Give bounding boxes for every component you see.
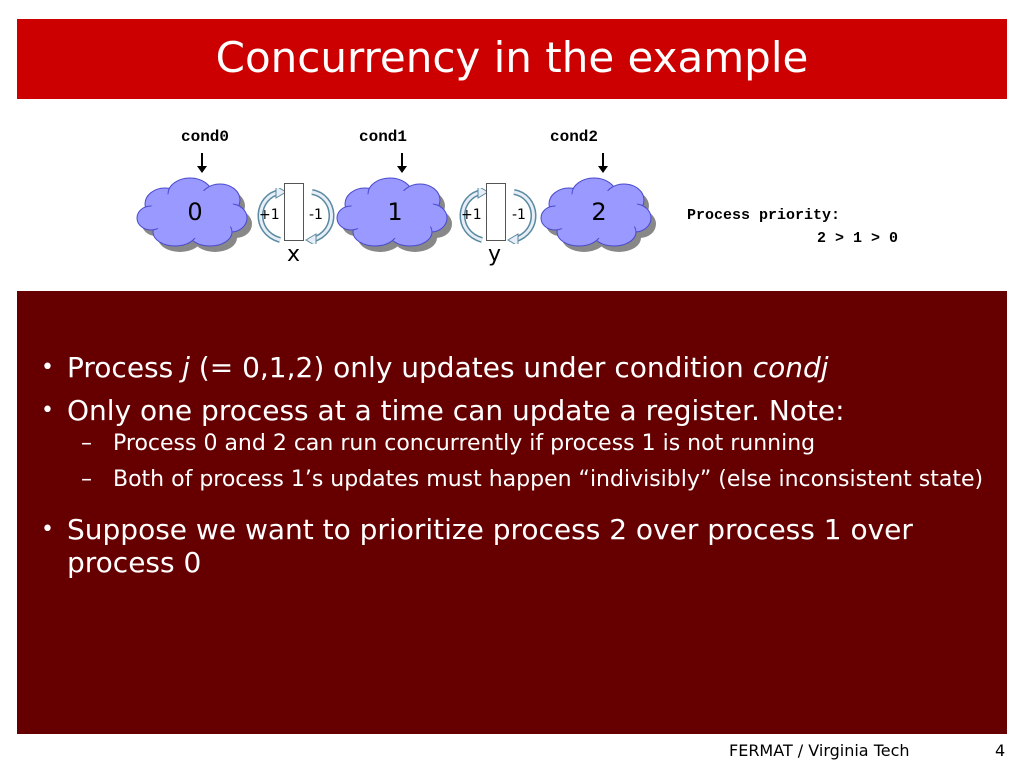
bullet-text-italic: j [182,351,190,384]
bullet-item: Only one process at a time can update a … [41,394,1001,427]
bullet-item: Process j (= 0,1,2) only updates under c… [41,351,1001,384]
footer-page-number: 4 [995,741,1006,760]
cloud-shape-icon [136,177,252,252]
process-cloud-0: 0 [135,174,255,258]
process-label-0: 0 [187,198,203,226]
process-cloud-2: 2 [539,174,659,258]
priority-label: Process priority: [687,207,841,224]
bullet-text: (= 0,1,2) only updates under condition [189,351,753,384]
curved-arrow-icon [305,189,335,244]
register-box-x [284,183,304,241]
curved-arrow-icon [257,188,287,243]
sub-bullet-item: Both of process 1’s updates must happen … [41,465,1001,495]
condition-label-0: cond0 [181,128,230,146]
process-label-2: 2 [591,198,607,226]
curved-arrow-icon [507,189,537,244]
bullet-text: Process [67,351,183,384]
condition-label-2: cond2 [550,128,599,146]
footer-source: FERMAT / Virginia Tech [729,741,910,760]
curved-arrow-icon [459,188,489,243]
register-x-decrement: -1 [309,207,323,223]
bullet-item: Suppose we want to prioritize process 2 … [41,513,1001,579]
process-cloud-1: 1 [335,174,455,258]
slide-title: Concurrency in the example [215,33,809,82]
content-panel: Process j (= 0,1,2) only updates under c… [17,291,1007,734]
cloud-shape-icon [336,177,452,252]
title-bar: Concurrency in the example [17,19,1007,99]
condition-label-1: cond1 [359,128,408,146]
cloud-shape-icon [540,177,656,252]
register-y-increment: +1 [461,207,482,223]
priority-order: 2 > 1 > 0 [817,230,899,247]
register-label-x: x [287,242,301,267]
register-box-y [486,183,506,241]
register-x-increment: +1 [259,207,280,223]
bullet-text-italic: condj [752,351,829,384]
concurrency-diagram: cond0 cond1 cond2 0 [0,100,1024,290]
process-label-1: 1 [387,198,403,226]
condition-arrow-1 [397,153,407,173]
register-label-y: y [488,242,502,267]
condition-arrow-2 [598,153,608,173]
register-y-decrement: -1 [512,207,526,223]
bullet-list: Process j (= 0,1,2) only updates under c… [41,351,1001,589]
sub-bullet-item: Process 0 and 2 can run concurrently if … [41,429,1001,459]
condition-arrow-0 [197,153,207,173]
